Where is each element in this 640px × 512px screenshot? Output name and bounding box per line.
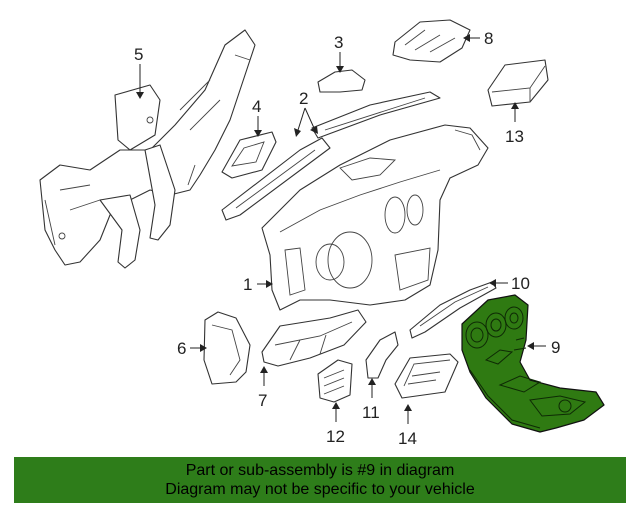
part-10-trim-strip[interactable]	[409, 281, 497, 339]
part-2-defroster-strips[interactable]	[221, 91, 441, 221]
vehicle-fit-notice-banner: Part or sub-assembly is #9 in diagram Di…	[14, 457, 626, 503]
leader-lines	[136, 34, 546, 424]
callout-6: 6	[177, 339, 186, 358]
part-5-support-beam[interactable]	[39, 29, 256, 269]
callout-8: 8	[484, 29, 493, 48]
part-11-clip[interactable]	[365, 331, 399, 379]
callout-7: 7	[258, 391, 267, 410]
callout-9: 9	[551, 338, 560, 357]
callout-13: 13	[505, 127, 524, 146]
part-3-grille-cover[interactable]	[317, 69, 366, 93]
exploded-parts-diagram: 5 3 4 2 8 13 1 10 6 9 7 11 12 14	[39, 19, 605, 448]
part-12-switch-unit[interactable]	[317, 359, 353, 403]
callout-labels: 5 3 4 2 8 13 1 10 6 9 7 11 12 14	[134, 29, 560, 448]
part-13-control-unit[interactable]	[487, 59, 549, 107]
part-4-bezel[interactable]	[221, 131, 277, 179]
callout-12: 12	[326, 427, 345, 446]
banner-line-part-number: Part or sub-assembly is #9 in diagram	[185, 462, 455, 479]
part-14-control-panel[interactable]	[394, 353, 459, 399]
part-1-instrument-panel[interactable]	[261, 124, 489, 311]
banner-line-disclaimer: Diagram may not be specific to your vehi…	[165, 481, 475, 498]
callout-3: 3	[334, 33, 343, 52]
callout-2: 2	[299, 89, 308, 108]
part-7-lower-bracket[interactable]	[261, 309, 367, 367]
callout-5: 5	[134, 45, 143, 64]
callout-11: 11	[362, 403, 380, 422]
callout-14: 14	[398, 429, 417, 448]
part-6-side-cover[interactable]	[203, 311, 251, 385]
callout-4: 4	[252, 97, 261, 116]
callout-1: 1	[243, 275, 252, 294]
callout-10: 10	[511, 274, 530, 293]
part-9-center-console-trim[interactable]	[461, 294, 605, 433]
part-8-module[interactable]	[392, 19, 471, 63]
